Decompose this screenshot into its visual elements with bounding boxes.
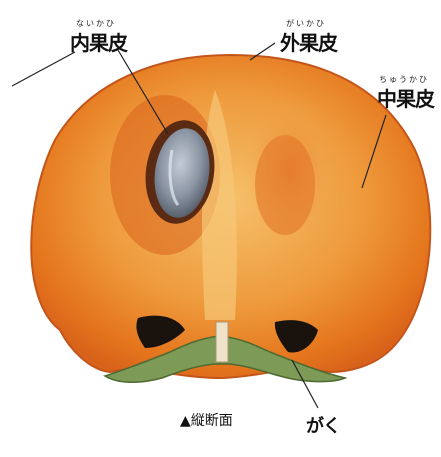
calyx-label: がく (306, 412, 340, 438)
exocarp-label: がいかひ 外果皮 (280, 18, 337, 56)
mesocarp-lobe-right-inner (255, 135, 315, 235)
mesocarp-ruby: ちゅうかひ (379, 74, 429, 85)
exocarp-ruby: がいかひ (286, 18, 326, 29)
mesocarp-text: 中果皮 (377, 83, 434, 112)
mesocarp-label: ちゅうかひ 中果皮 (377, 74, 434, 112)
calyx-stem (216, 322, 228, 362)
figure-caption: ▲縦断面 (180, 410, 233, 430)
endocarp-label: ないかひ 内果皮 (70, 18, 127, 56)
left-edge-line (12, 52, 75, 86)
endocarp-ruby: ないかひ (76, 18, 116, 29)
endocarp-text: 内果皮 (70, 27, 127, 56)
exocarp-text: 外果皮 (280, 27, 337, 56)
